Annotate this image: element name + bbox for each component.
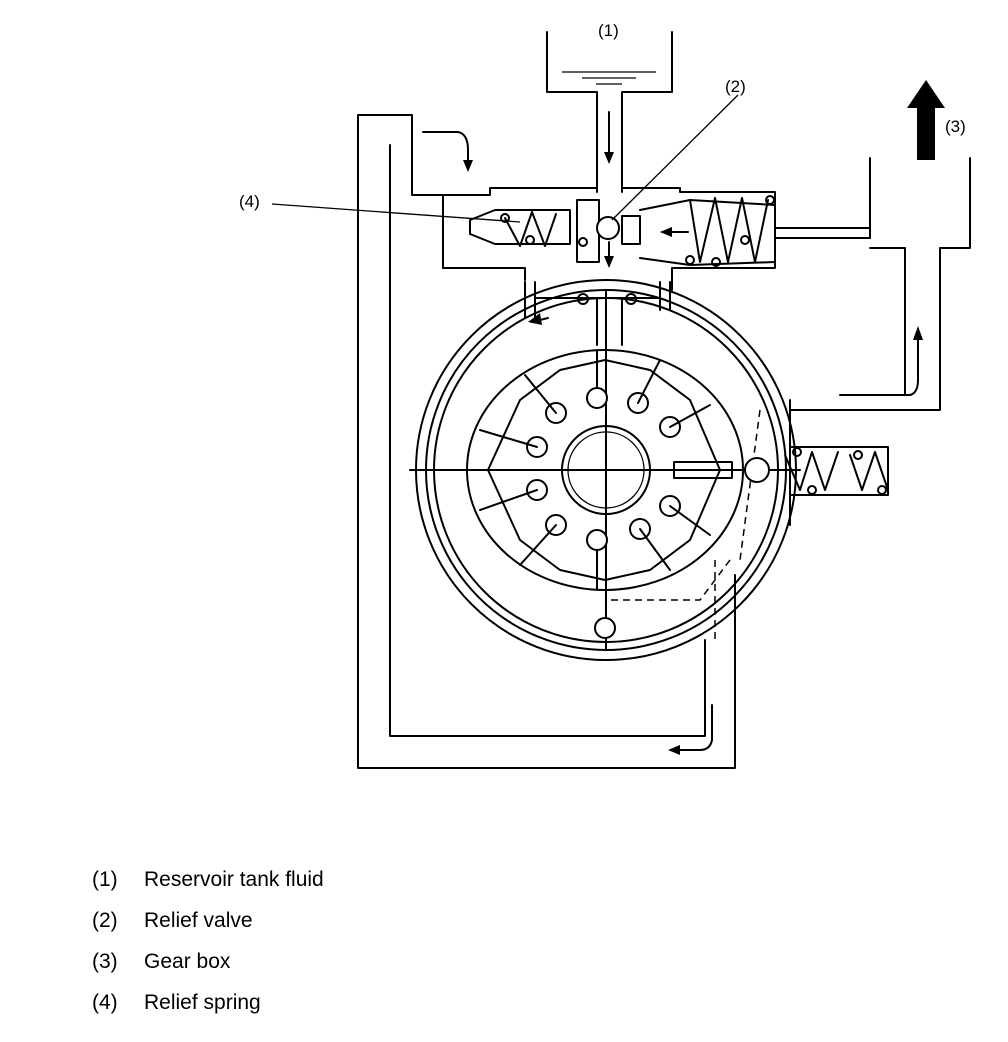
legend-item: (1) Reservoir tank fluid — [92, 864, 324, 905]
legend-number: (2) — [92, 909, 118, 932]
vanes — [479, 349, 711, 591]
callout-1: (1) — [598, 21, 619, 40]
legend-number: (4) — [92, 991, 118, 1014]
pump-diagram: (1) — [239, 21, 971, 769]
legend-label: Relief valve — [144, 909, 253, 932]
legend: (1)Reservoir tank fluid (2)Relief valve … — [92, 864, 324, 1028]
legend-label: Reservoir tank fluid — [144, 868, 324, 891]
legend-label: Relief spring — [144, 991, 261, 1014]
legend-item: (4) Relief spring — [92, 987, 324, 1028]
callout-2: (2) — [725, 77, 746, 96]
callout-3: (3) — [945, 117, 966, 136]
return-passage — [357, 114, 736, 769]
legend-number: (3) — [92, 950, 118, 973]
flow-control-valve — [784, 446, 889, 496]
gearbox-outlet — [789, 80, 971, 411]
legend-item: (2) Relief valve — [92, 905, 324, 946]
legend-label: Gear box — [144, 950, 231, 973]
rotor — [409, 289, 801, 651]
legend-number: (1) — [92, 868, 118, 891]
valve-body — [271, 94, 871, 291]
reservoir-tank — [546, 31, 673, 193]
legend-item: (3) Gear box — [92, 946, 324, 987]
callout-4: (4) — [239, 192, 260, 211]
